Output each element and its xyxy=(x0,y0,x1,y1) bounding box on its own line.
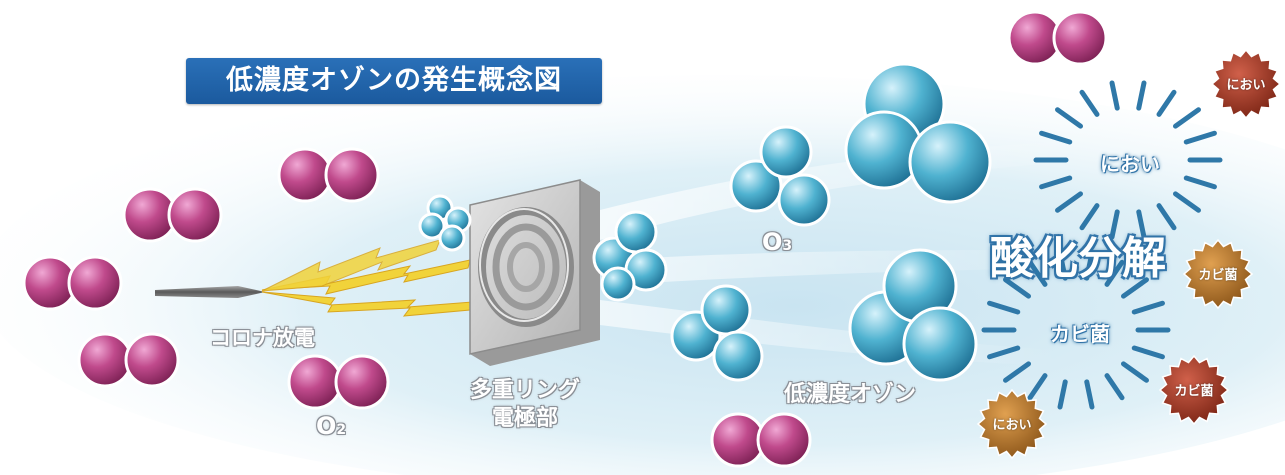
ozone-molecule xyxy=(729,125,831,227)
o2-molecule xyxy=(122,187,223,243)
burst-ray xyxy=(1079,89,1100,117)
badge-mold-low-text: カビ菌 xyxy=(1174,384,1214,399)
odor-ray-label: におい xyxy=(1100,152,1160,176)
o2-molecule xyxy=(1007,10,1108,66)
badge-odor-low-text: におい xyxy=(992,418,1032,433)
burst-ray xyxy=(1104,373,1125,401)
o3-label-sub: 3 xyxy=(782,238,793,254)
mold-ray-label: カビ菌 xyxy=(1050,322,1110,346)
corona-needle xyxy=(155,286,265,298)
burst-ray xyxy=(1055,107,1084,129)
ozone-molecule xyxy=(670,284,764,382)
burst-ray xyxy=(1027,373,1048,401)
ozone-molecule xyxy=(418,194,472,252)
burst-ray xyxy=(987,300,1021,315)
burst-ray xyxy=(1120,361,1149,383)
mold-burst-rays xyxy=(981,250,1171,410)
o2-molecules xyxy=(22,10,1108,468)
multi-ring-electrode xyxy=(469,179,600,366)
burst-ray xyxy=(1039,175,1073,190)
ozone-molecule xyxy=(592,210,668,302)
o2-molecule xyxy=(77,332,180,388)
ozone-molecule xyxy=(848,248,978,382)
burst-ray xyxy=(1079,203,1100,231)
burst-ray xyxy=(1055,191,1084,213)
ozone-molecule xyxy=(844,62,992,204)
burst-ray xyxy=(1136,80,1147,111)
o2-molecule xyxy=(277,147,380,203)
burst-ray xyxy=(1172,191,1201,213)
target-badge xyxy=(976,388,1048,460)
burst-ray xyxy=(1027,259,1048,287)
electrode-label-line1: 多重リング xyxy=(470,378,581,403)
corona-discharge-sparks xyxy=(261,239,473,317)
burst-ray xyxy=(1084,250,1095,281)
burst-ray xyxy=(1109,80,1120,111)
burst-ray xyxy=(1136,209,1147,240)
badge-mold-mid-text: カビ菌 xyxy=(1198,268,1238,283)
burst-ray xyxy=(1057,250,1068,281)
burst-ray xyxy=(1120,277,1149,299)
o2-molecule xyxy=(710,412,812,468)
o2-label-sub: 2 xyxy=(336,422,347,438)
target-badge xyxy=(1182,238,1254,310)
burst-ray xyxy=(1183,175,1217,190)
o2-molecule xyxy=(22,255,123,311)
o3-label-o: O xyxy=(762,228,783,256)
burst-ray xyxy=(1084,379,1095,410)
burst-ray xyxy=(1156,203,1177,231)
burst-ray xyxy=(1003,277,1032,299)
burst-ray xyxy=(987,345,1021,360)
o3-label: O3 xyxy=(762,228,792,256)
target-badge xyxy=(1210,48,1282,120)
o2-molecule xyxy=(287,354,390,410)
burst-ray xyxy=(1131,345,1165,360)
burst-ray xyxy=(1057,379,1068,410)
target-badges xyxy=(976,48,1282,460)
burst-ray xyxy=(1003,361,1032,383)
ozone-molecules xyxy=(418,62,992,382)
burst-ray xyxy=(1156,89,1177,117)
odor-burst-rays xyxy=(1033,80,1223,240)
badge-odor-top-text: におい xyxy=(1226,78,1266,93)
o2-label-o: O xyxy=(316,412,337,440)
corona-discharge-label: コロナ放電 xyxy=(210,326,315,350)
low-ozone-label: 低濃度オゾン xyxy=(784,382,917,407)
burst-ray xyxy=(1131,300,1165,315)
target-badge xyxy=(1158,354,1230,426)
electrode-label-line2: 電極部 xyxy=(492,406,559,431)
burst-ray xyxy=(1104,259,1125,287)
burst-ray xyxy=(1172,107,1201,129)
burst-ray xyxy=(1109,209,1120,240)
burst-ray xyxy=(1183,130,1217,145)
diagram-title: 低濃度オゾンの発生概念図 xyxy=(186,58,602,104)
burst-ray xyxy=(1039,130,1073,145)
oxidation-decomposition-label: 酸化分解 xyxy=(990,233,1166,284)
o2-label: O2 xyxy=(316,412,346,440)
